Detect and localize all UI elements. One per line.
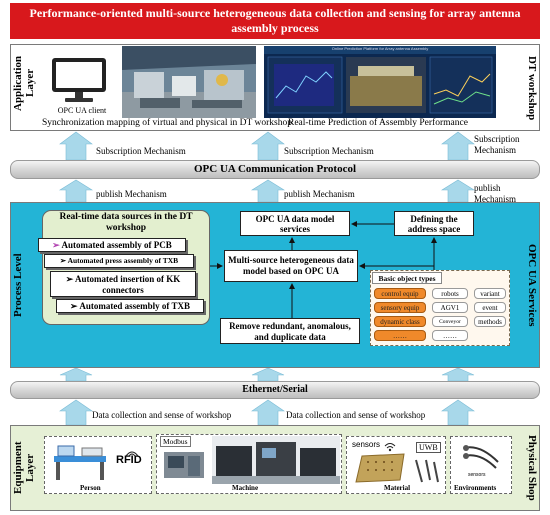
opcua-services-label: OPC UA Services [526,243,538,327]
collection-arrows [59,399,475,426]
diagram-title: Performance-oriented multi-source hetero… [10,3,540,39]
rt-item-kk: ➢ Automated insertion of KK connectors [50,271,196,297]
kk-marker-icon: ➢ [65,274,74,284]
env-sensor-icon [460,442,502,470]
process-connectors [210,221,437,318]
physical-shop-label: Physical Shop [526,435,538,501]
type-control-equip: control equip [374,288,426,299]
process-ethernet-arrows [59,368,475,382]
rt-item-pcb: ➢ Automated assembly of PCB [38,238,186,252]
collection-label-1: Data collection and sense of workshop [92,410,232,420]
basic-object-types-title: Basic object types [372,272,442,284]
opcua-protocol-bar: OPC UA Communication Protocol [10,160,540,179]
opcua-client-label: OPC UA client [57,106,107,115]
type-more-2: …… [432,330,468,341]
rt-item-press-label: Automated press assembly of TXB [67,256,179,265]
opcua-data-model-services: OPC UA data model services [240,211,350,236]
type-agv1: AGV1 [432,302,468,313]
pcb-marker-icon: ➢ [52,240,60,250]
machine-unit-icon [160,448,208,482]
remove-redundant-box: Remove redundant, anomalous, and duplica… [220,318,360,344]
rfid-signal-icon [124,444,140,457]
group-machine: Machine [232,484,259,492]
prediction-platform-image [264,46,496,118]
modbus-label: Modbus [160,436,191,447]
equipment-layer-label: Equipment Layer [12,441,36,495]
multi-source-model-box: Multi-source heterogeneous data model ba… [224,250,358,282]
type-event: event [474,302,506,313]
caption-sync-mapping: Synchronization mapping of virtual and p… [42,118,292,128]
rfid-label: RFID [116,454,142,466]
publish-arrows [58,179,476,203]
monitor-icon [48,56,110,106]
rt-item-pcb-label: Automated assembly of PCB [61,240,172,250]
rt-item-press-txb: ➢ Automated press assembly of TXB [44,254,194,268]
connector-pins-icon [412,456,442,484]
pcb-board-image [354,452,408,484]
type-methods: methods [474,316,506,327]
publish-label-2: publish Mechanism [284,189,355,199]
subscription-label-2: Subscription Mechanism [284,146,374,156]
subscription-label-1: Subscription Mechanism [96,146,186,156]
ethernet-serial-bar: Ethernet/Serial [10,381,540,399]
subscription-label-3: Subscription Mechanism [474,134,520,155]
sensors-label: sensors [352,440,381,449]
platform-caption: Online Prediction Platform for Array ant… [331,46,429,51]
rt-item-txb: ➢ Automated assembly of TXB [56,299,204,313]
address-space-box: Defining the address space [394,211,474,236]
env-sensors-label: sensors [468,472,486,478]
subscription-arrows [59,131,475,161]
uwb-label: UWB [416,442,441,453]
dt-workshop-label: DT workshop [526,55,538,121]
txb-marker-icon: ➢ [70,301,78,311]
wifi-icon [384,440,396,452]
press-marker-icon: ➢ [59,256,67,265]
rt-item-kk-label: Automated insertion of KK connectors [75,274,181,295]
type-more-1: …… [374,330,426,341]
group-material: Material [384,484,411,492]
environments-panel [450,436,512,494]
type-dynamic-class: dynamic class [374,316,426,327]
application-layer-label: Application Layer [12,55,36,111]
realtime-sources-title: Real-time data sources in the DT worksho… [59,212,193,233]
group-environments: Environments [454,484,497,492]
dt-workshop-image [122,46,256,118]
publish-label-3: publish Mechanism [474,183,516,204]
type-variant: variant [474,288,506,299]
rt-item-txb-label: Automated assembly of TXB [79,301,190,311]
publish-label-1: publish Mechanism [96,189,167,199]
group-person: Person [80,484,101,492]
type-conveyor: Conveyor [432,316,468,327]
caption-realtime-prediction: Real-time Prediction of Assembly Perform… [288,118,468,128]
workbench-icon [50,442,110,482]
collection-label-2: Data collection and sense of workshop [286,410,426,420]
type-sensory-equip: sensory equip [374,302,426,313]
production-line-image [212,436,340,484]
type-robots: robots [432,288,468,299]
